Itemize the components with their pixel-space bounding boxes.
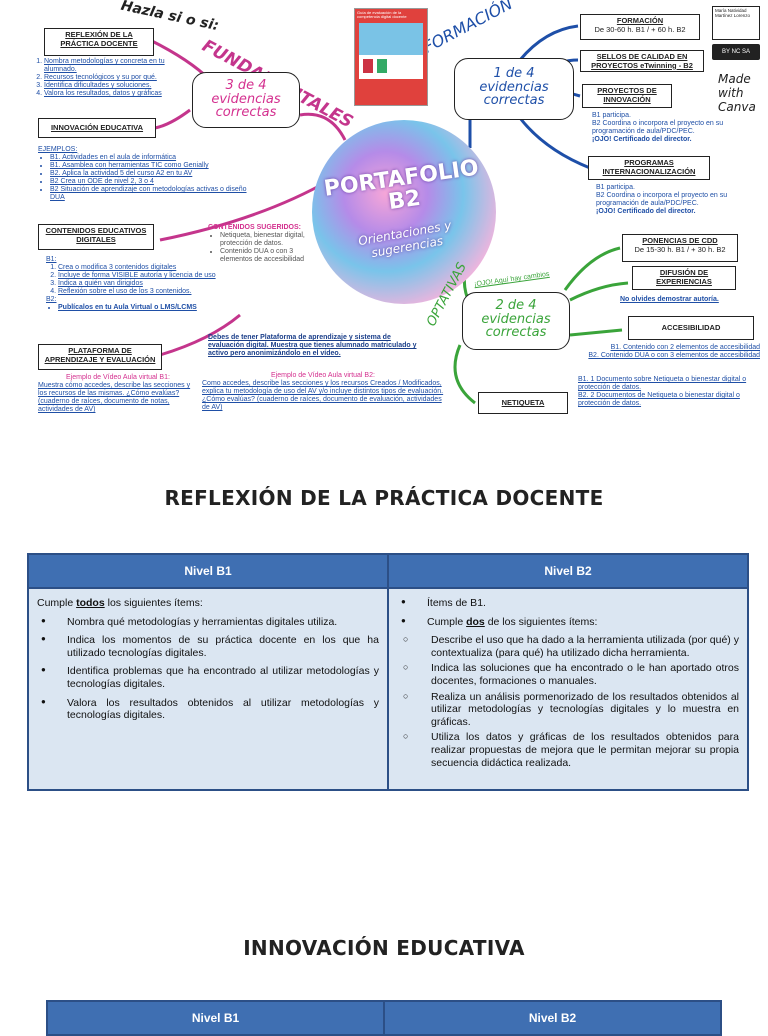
ejemplo-b2-text: Como accedes, describe las secciones y l… (202, 380, 444, 412)
b2-intro: Cumple dos de los siguientes ítems: (397, 616, 739, 629)
b1-cell: Cumple todos los siguientes ítems: Nombr… (27, 587, 389, 791)
video-note: Debes de tener Plataforma de aprendizaje… (208, 334, 417, 358)
sugerido-item: Netiqueta, bienestar digital, protección… (220, 232, 312, 248)
netiqueta-box: NETIQUETA (478, 392, 568, 414)
guide-cover-image: Guía de evaluación de la competencia dig… (354, 8, 428, 106)
author-badge: María Natividad Martínez Lorenzo (712, 6, 760, 40)
b2-subitem: Indica las soluciones que ha encontrado … (397, 662, 739, 687)
innovacion-box: INNOVACIÓN EDUCATIVA (38, 118, 156, 138)
netiqueta-text: B1. 1 Documento sobre Netiqueta o bienes… (578, 376, 747, 408)
col-header-b2: Nivel B2 (383, 1000, 722, 1036)
sugeridos-block: CONTENIDOS SUGERIDOS: Netiqueta, bienest… (208, 224, 312, 264)
reflexion-item: Nombra metodologías y concreta en tu alu… (44, 58, 192, 74)
difusion-note: No olvides demostrar autoría. (620, 296, 719, 303)
proyectos-box: PROYECTOS DE INNOVACIÓN (582, 84, 672, 108)
contenidos-box: CONTENIDOS EDUCATIVOS DIGITALES (38, 224, 154, 250)
ejemplos-list: EJEMPLOS: B1. Actividades en el aula de … (38, 146, 258, 202)
ejemplo-item: B2 Crea un ODE de nivel 2, 3 o 4 (50, 178, 258, 186)
ejemplo-b1-block: Ejemplo de Vídeo Aula virtual B1: Muestr… (38, 374, 198, 414)
ejemplo-b1-title: Ejemplo de Vídeo Aula virtual B1: (66, 374, 170, 381)
contenidos-b2-label: B2: (46, 296, 57, 304)
reflexion-table: Nivel B1 Nivel B2 Cumple todos los sigui… (27, 553, 749, 791)
accesibilidad-text: B1. Contenido con 2 elementos de accesib… (588, 344, 760, 360)
cc-license-icon: BY NC SA (712, 44, 760, 60)
contenidos-b1-label: B1: (46, 256, 57, 263)
reflexion-item: Valora los resultados, datos y gráficas (44, 90, 192, 98)
ejemplo-item: B1. Actividades en el aula de informátic… (50, 154, 258, 162)
innovacion-table: Nivel B1 Nivel B2 (46, 1000, 722, 1036)
reflexion-item: Identifica dificultades y soluciones. (44, 82, 192, 90)
contenidos-b1-item: Indica a quién van dirigidos (58, 280, 226, 288)
b1-intro: Cumple todos los siguientes ítems: (37, 597, 203, 609)
contenidos-b2-item: Publícalos en tu Aula Virtual o LMS/LCMS (58, 304, 226, 312)
bubble-2-de-4: 2 de 4 evidencias correctas (462, 292, 570, 350)
ejemplo-b1-text: Muestra cómo accedes, describe las secci… (38, 382, 191, 414)
col-header-b1: Nivel B1 (46, 1000, 385, 1036)
section-title-innovacion: INNOVACIÓN EDUCATIVA (243, 936, 525, 960)
connector-arrows (149, 24, 629, 405)
b1-item: Nombra qué metodologías y herramientas d… (37, 616, 379, 629)
contenidos-list: B1: Crea o modifica 3 contenidos digital… (46, 256, 226, 312)
ejemplo-item: B2. Aplica la actividad 5 del curso A2 e… (50, 170, 258, 178)
b2-subitem: Realiza un análisis pormenorizado de los… (397, 691, 739, 729)
sellos-box: SELLOS DE CALIDAD EN PROYECTOS eTwinning… (580, 50, 704, 72)
ejemplo-b2-block: Ejemplo de Vídeo Aula virtual B2: Como a… (202, 372, 444, 412)
ejemplo-b2-title: Ejemplo de Vídeo Aula virtual B2: (271, 372, 375, 379)
reflexion-box: REFLEXIÓN DE LA PRÁCTICA DOCENTE (44, 28, 154, 56)
sugerido-item: Contenido DUA o con 3 elementos de acces… (220, 248, 312, 264)
accesibilidad-box: ACCESIBILIDAD (628, 316, 754, 340)
reflexion-list: Nombra metodologías y concreta en tu alu… (36, 58, 192, 98)
reflexion-item: Recursos tecnológicos y su por qué. (44, 74, 192, 82)
col-header-b1: Nivel B1 (27, 553, 389, 589)
b2-subitem: Utiliza los datos y gráficas de los resu… (397, 731, 739, 769)
programas-box: PROGRAMAS INTERNACIONALIZACIÓN (588, 156, 710, 180)
col-header-b2: Nivel B2 (387, 553, 749, 589)
proyectos-text: B1 participa. B2 Coordina o incorpora el… (592, 112, 724, 144)
cover-title: Guía de evaluación de la competencia dig… (357, 10, 407, 20)
ejemplo-item: B1. Asamblea con herramientas TIC como G… (50, 162, 258, 170)
formacion-box: FORMACIÓN De 30-60 h. B1 / + 60 h. B2 (580, 14, 700, 40)
bubble-3-de-4: 3 de 4 evidencias correctas (192, 72, 300, 128)
plataforma-box: PLATAFORMA DE APRENDIZAJE Y EVALUACIÓN (38, 344, 162, 370)
b1-item: Identifica problemas que ha encontrado a… (37, 665, 379, 690)
bubble-1-de-4: 1 de 4 evidencias correctas (454, 58, 574, 120)
sugeridos-title: CONTENIDOS SUGERIDOS: (208, 224, 301, 231)
b1-item: Indica los momentos de su práctica docen… (37, 634, 379, 659)
ejemplos-label: EJEMPLOS: (38, 146, 78, 153)
author-name: María Natividad Martínez Lorenzo (715, 8, 751, 18)
contenidos-b1-item: Reflexión sobre el uso de los 3 contenid… (58, 288, 226, 296)
b2-subitem: Describe el uso que ha dado a la herrami… (397, 634, 739, 659)
ejemplo-item: B2 Situación de aprendizaje con metodolo… (50, 186, 258, 202)
ponencias-box: PONENCIAS DE CDD De 15-30 h. B1 / + 30 h… (622, 234, 738, 262)
programas-text: B1 participa. B2 Coordina o incorpora el… (596, 184, 728, 216)
contenidos-b1-item: Crea o modifica 3 contenidos digitales (58, 264, 226, 272)
b2-cell: Ítems de B1. Cumple dos de los siguiente… (387, 587, 749, 791)
contenidos-b1-item: Incluye de forma VISIBLE autoría y licen… (58, 272, 226, 280)
difusion-box: DIFUSIÓN DE EXPERIENCIAS (632, 266, 736, 290)
mind-map: Hazla si o si: FUNDAMENTALES FORMACIÓN P… (0, 0, 768, 440)
b2-item: Ítems de B1. (397, 597, 739, 610)
canva-logo: Made with Canva (718, 72, 756, 114)
b1-item: Valora los resultados obtenidos al utili… (37, 697, 379, 722)
section-title-reflexion: REFLEXIÓN DE LA PRÁCTICA DOCENTE (164, 486, 604, 510)
